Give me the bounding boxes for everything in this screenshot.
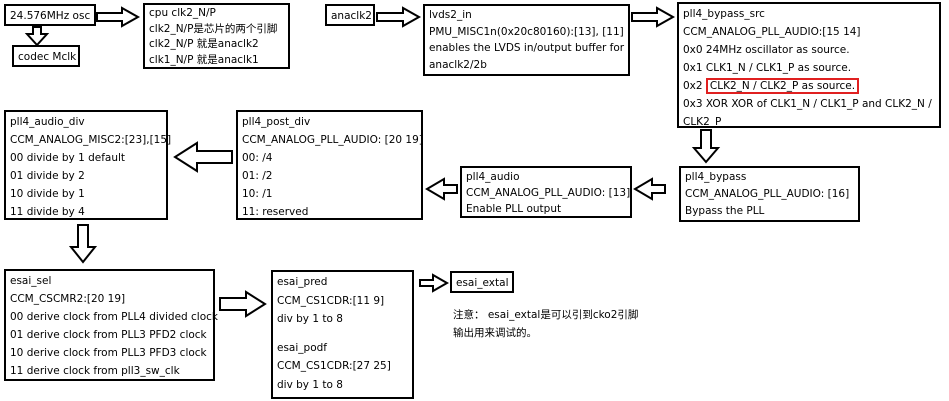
cpu-line-3: clk2_N/P 就是anaclk2: [149, 38, 259, 50]
pll4-audio-div-node: pll4_audio_div CCM_ANALOG_MISC2:[23],[15…: [4, 110, 172, 220]
bypass-src-opt3a: 0x3 XOR XOR of CLK1_N / CLK1_P and CLK2_…: [683, 98, 932, 110]
lvds-line-4: anaclk2/2b: [429, 58, 487, 71]
esai-podf-div: div by 1 to 8: [277, 378, 343, 391]
esai-extal-node: esai_extal: [450, 271, 514, 293]
bypass-line-2: CCM_ANALOG_PLL_AUDIO: [16]: [685, 188, 850, 200]
audio-line-3: Enable PLL output: [466, 203, 562, 215]
post-div-title: pll4_post_div: [242, 116, 311, 128]
cpu-clk-node: cpu clk2_N/P clk2_N/P是芯片的两个引脚 clk2_N/P 就…: [143, 3, 290, 69]
arrow-bypass-to-audio: [633, 177, 666, 201]
bypass-src-reg: CCM_ANALOG_PLL_AUDIO:[15 14]: [683, 26, 861, 38]
arrow-osc-to-codec: [24, 26, 50, 47]
arrow-anaclk2-to-lvds: [376, 6, 422, 28]
lvds-line-2: PMU_MISC1n(0x20c80160):[13], [11]: [429, 25, 624, 38]
esai-pred-podf-node: esai_pred CCM_CS1CDR:[11 9] div by 1 to …: [271, 270, 414, 399]
bypass-src-opt2-prefix: 0x2: [683, 80, 703, 92]
esai-sel-node: esai_sel CCM_CSCMR2:[20 19] 00 derive cl…: [4, 269, 219, 381]
esai-sel-opt-10: 10 derive clock from PLL3 PFD3 clock: [10, 347, 207, 359]
cpu-line-2: clk2_N/P是芯片的两个引脚: [149, 22, 278, 35]
arrow-esai-pred-to-esai-extal: [419, 273, 450, 293]
bypass-src-opt1: 0x1 CLK1_N / CLK1_P as source.: [683, 62, 852, 74]
anaclk2-node: anaclk2: [325, 4, 375, 26]
bypass-src-opt3b: CLK2_P: [683, 116, 722, 128]
post-div-opt-00: 00: /4: [242, 152, 273, 164]
arrow-bypass-src-to-bypass: [691, 129, 721, 164]
pll4-audio-node: pll4_audio CCM_ANALOG_PLL_AUDIO: [13] En…: [460, 166, 632, 218]
arrow-post-div-to-audio-div: [173, 141, 233, 173]
esai-sel-title: esai_sel: [10, 275, 52, 287]
osc-node: 24.576MHz osc: [4, 4, 96, 26]
audio-line-2: CCM_ANALOG_PLL_AUDIO: [13]: [466, 187, 631, 199]
post-div-opt-10: 10: /1: [242, 188, 273, 200]
esai-pred-div: div by 1 to 8: [277, 313, 343, 325]
audio-div-opt-01: 01 divide by 2: [10, 170, 85, 182]
arrow-audio-div-to-esai-sel: [68, 224, 98, 264]
esai-sel-opt-11: 11 derive clock from pll3_sw_clk: [10, 365, 180, 377]
esai-sel-reg: CCM_CSCMR2:[20 19]: [10, 293, 126, 305]
esai-sel-opt-01: 01 derive clock from PLL3 PFD2 clock: [10, 329, 207, 341]
note-text: 注意： esai_extal是可以引到cko2引脚 输出用来调试的。: [453, 306, 638, 342]
bypass-src-title: pll4_bypass_src: [683, 8, 765, 20]
bypass-src-opt2-highlight: CLK2_N / CLK2_P as source.: [705, 78, 860, 94]
pll4-bypass-node: pll4_bypass CCM_ANALOG_PLL_AUDIO: [16] B…: [679, 166, 860, 222]
bypass-line-1: pll4_bypass: [685, 171, 747, 183]
arrow-lvds-to-bypass-src: [631, 6, 676, 28]
osc-label: 24.576MHz osc: [10, 10, 91, 22]
bypass-src-opt0: 0x0 24MHz oscillator as source.: [683, 44, 850, 56]
post-div-reg: CCM_ANALOG_PLL_AUDIO: [20 19]: [242, 134, 423, 146]
anaclk2-label: anaclk2: [331, 10, 372, 22]
esai-pred-title: esai_pred: [277, 276, 328, 288]
esai-extal-label: esai_extal: [456, 277, 509, 289]
esai-spacer: [277, 329, 408, 339]
audio-div-title: pll4_audio_div: [10, 116, 85, 128]
cpu-line-4: clk1_N/P 就是anaclk1: [149, 53, 259, 66]
post-div-opt-01: 01: /2: [242, 170, 273, 182]
arrow-audio-to-post-div: [425, 177, 458, 201]
note-line-2: 输出用来调试的。: [453, 327, 537, 339]
esai-podf-title: esai_podf: [277, 341, 327, 354]
post-div-opt-11: 11: reserved: [242, 206, 309, 218]
audio-div-opt-11: 11 divide by 4: [10, 206, 85, 218]
lvds-line-3: enables the LVDS in/output buffer for: [429, 42, 625, 54]
bypass-src-opt2: 0x2 CLK2_N / CLK2_P as source.: [683, 77, 935, 95]
lvds2-in-node: lvds2_in PMU_MISC1n(0x20c80160):[13], [1…: [423, 4, 630, 76]
esai-sel-opt-00: 00 derive clock from PLL4 divided clock: [10, 311, 219, 323]
esai-pred-reg: CCM_CS1CDR:[11 9]: [277, 294, 385, 307]
codec-mclk-node: codec Mclk: [12, 45, 80, 67]
pll4-post-div-node: pll4_post_div CCM_ANALOG_PLL_AUDIO: [20 …: [236, 110, 423, 220]
audio-div-opt-10: 10 divide by 1: [10, 188, 85, 200]
note-line-1: 注意： esai_extal是可以引到cko2引脚: [453, 309, 639, 321]
esai-podf-reg: CCM_CS1CDR:[27 25]: [277, 360, 391, 372]
cpu-line-1: cpu clk2_N/P: [149, 7, 216, 19]
lvds-line-1: lvds2_in: [429, 9, 472, 21]
audio-line-1: pll4_audio: [466, 171, 520, 183]
audio-div-opt-00: 00 divide by 1 default: [10, 152, 126, 164]
arrow-osc-to-cpu: [96, 6, 141, 28]
bypass-line-3: Bypass the PLL: [685, 205, 765, 217]
arrow-esai-sel-to-esai-pred: [219, 290, 267, 318]
codec-label: codec Mclk: [18, 51, 77, 63]
audio-div-reg: CCM_ANALOG_MISC2:[23],[15]: [10, 134, 172, 146]
pll4-bypass-src-node: pll4_bypass_src CCM_ANALOG_PLL_AUDIO:[15…: [677, 2, 941, 128]
